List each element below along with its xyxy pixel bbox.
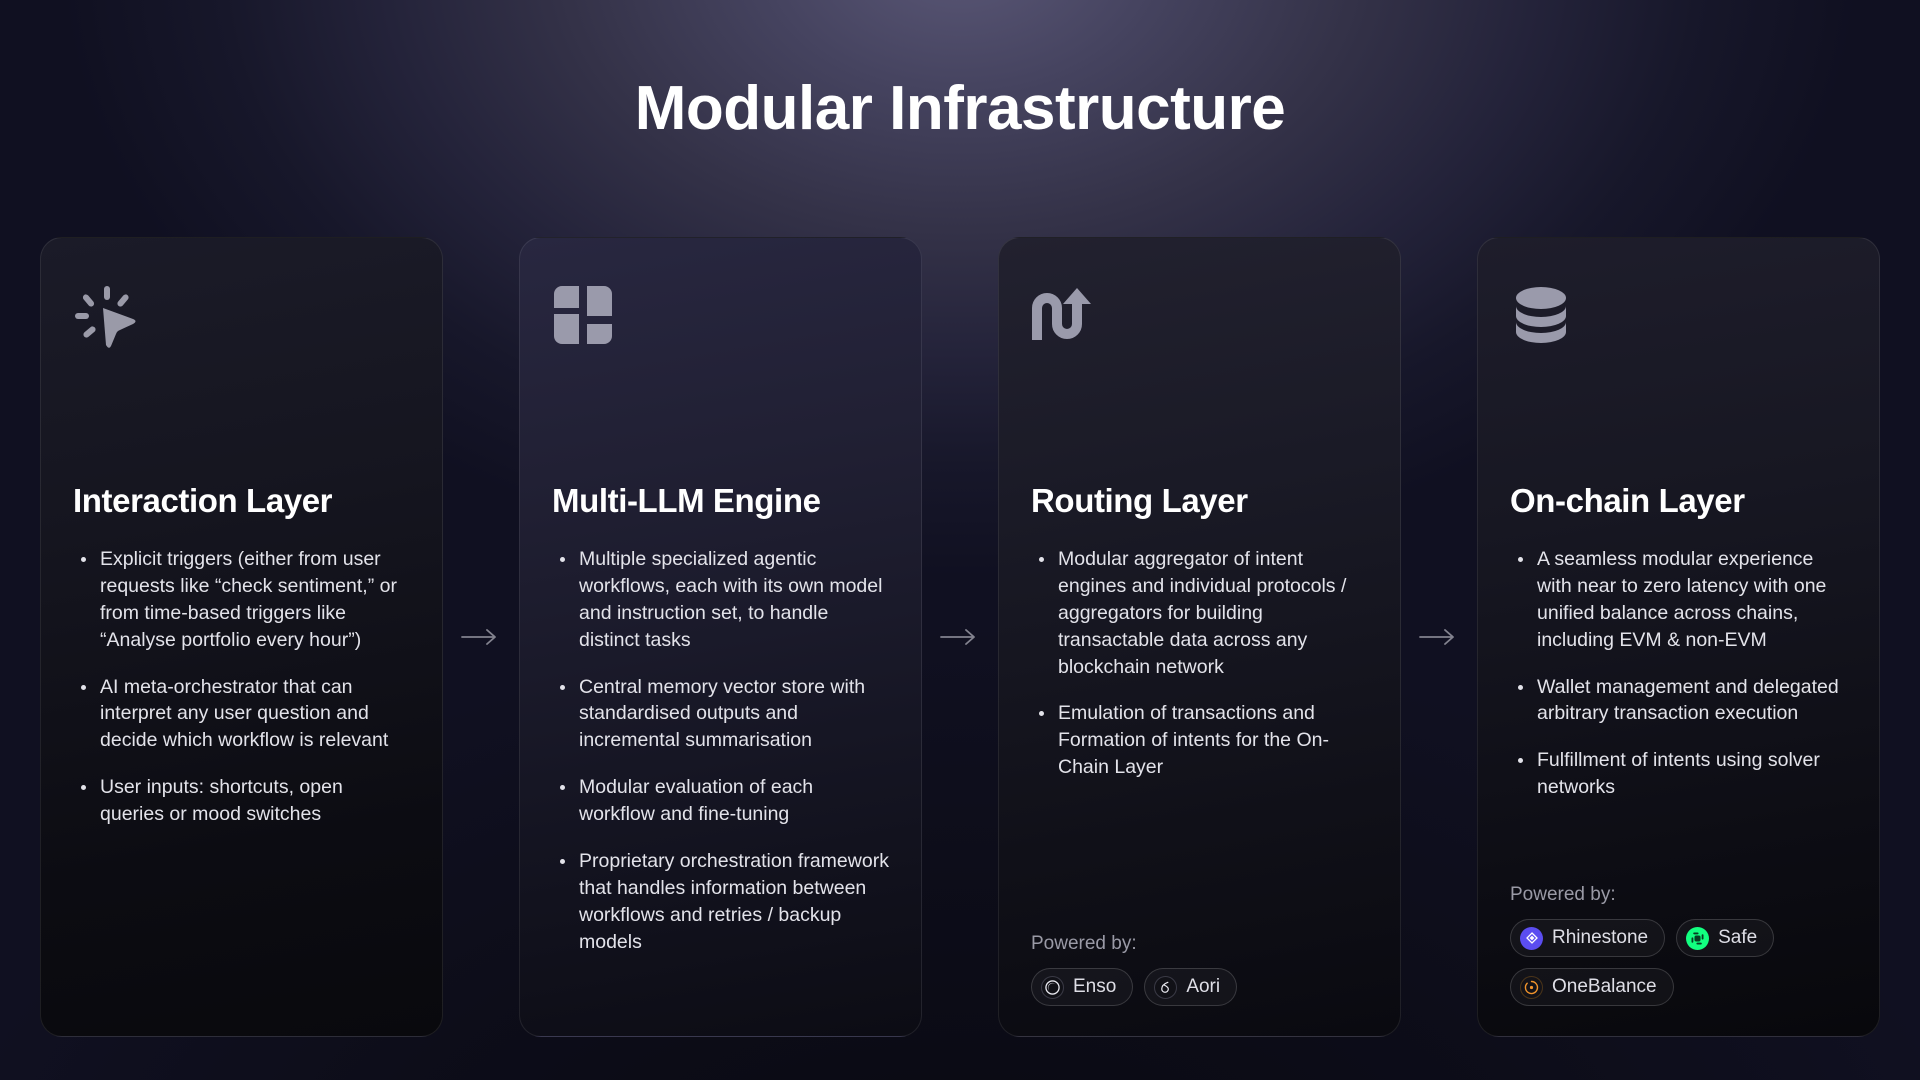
arrow-right-icon	[443, 237, 519, 1037]
card-interaction-layer[interactable]: Interaction Layer Explicit triggers (eit…	[40, 237, 443, 1037]
partner-badge-onebalance[interactable]: OneBalance	[1510, 968, 1674, 1006]
powered-by-section: Powered by: Rhinestone	[1510, 884, 1847, 1006]
card-bullet-list: Modular aggregator of intent engines and…	[1033, 546, 1368, 801]
grid-blocks-icon	[552, 284, 889, 356]
card-title: Routing Layer	[1031, 482, 1248, 519]
card-title: On-chain Layer	[1510, 482, 1745, 519]
list-item: Explicit triggers (either from user requ…	[75, 546, 410, 654]
partner-badge-aori[interactable]: Aori	[1144, 968, 1238, 1006]
powered-by-label: Powered by:	[1510, 884, 1616, 905]
card-bullet-list: Explicit triggers (either from user requ…	[75, 546, 410, 848]
powered-by-label: Powered by:	[1031, 933, 1137, 954]
cards-row: Interaction Layer Explicit triggers (eit…	[40, 237, 1880, 1037]
partner-badge-label: Rhinestone	[1552, 927, 1649, 948]
list-item: Multiple specialized agentic workflows, …	[554, 546, 889, 654]
partner-badge-enso[interactable]: Enso	[1031, 968, 1134, 1006]
list-item: Emulation of transactions and Formation …	[1033, 700, 1368, 781]
partner-badge-list: Enso Aori	[1031, 968, 1368, 1006]
card-on-chain-layer[interactable]: On-chain Layer A seamless modular experi…	[1477, 237, 1880, 1037]
list-item: User inputs: shortcuts, open queries or …	[75, 774, 410, 828]
partner-badge-safe[interactable]: Safe	[1676, 919, 1775, 957]
list-item: Modular evaluation of each workflow and …	[554, 774, 889, 828]
database-stack-icon	[1510, 284, 1847, 356]
list-item: Wallet management and delegated arbitrar…	[1512, 674, 1847, 728]
card-bullet-list: A seamless modular experience with near …	[1512, 546, 1847, 821]
list-item: Central memory vector store with standar…	[554, 674, 889, 755]
card-bullet-list: Multiple specialized agentic workflows, …	[554, 546, 889, 976]
winding-route-arrow-icon	[1031, 284, 1368, 356]
safe-logo-icon	[1686, 926, 1710, 950]
cursor-click-icon	[73, 284, 410, 356]
partner-badge-label: Enso	[1073, 976, 1117, 997]
arrow-right-icon	[1401, 237, 1477, 1037]
partner-badge-label: Aori	[1186, 976, 1221, 997]
enso-logo-icon	[1041, 975, 1064, 999]
partner-badge-rhinestone[interactable]: Rhinestone	[1510, 919, 1666, 957]
arrow-right-icon	[922, 237, 998, 1037]
partner-badge-label: Safe	[1718, 927, 1758, 948]
card-multi-llm-engine[interactable]: Multi-LLM Engine Multiple specialized ag…	[519, 237, 922, 1037]
card-routing-layer[interactable]: Routing Layer Modular aggregator of inte…	[998, 237, 1401, 1037]
list-item: Proprietary orchestration framework that…	[554, 848, 889, 956]
partner-badge-list: Rhinestone Safe	[1510, 919, 1847, 1006]
rhinestone-logo-icon	[1520, 926, 1543, 950]
page-title: Modular Infrastructure	[634, 74, 1286, 143]
list-item: Fulfillment of intents using solver netw…	[1512, 747, 1847, 801]
card-title: Multi-LLM Engine	[552, 482, 821, 519]
aori-logo-icon	[1154, 975, 1178, 999]
partner-badge-label: OneBalance	[1552, 976, 1657, 997]
list-item: Modular aggregator of intent engines and…	[1033, 546, 1368, 681]
list-item: A seamless modular experience with near …	[1512, 546, 1847, 654]
card-title: Interaction Layer	[73, 482, 333, 519]
powered-by-section: Powered by: Enso	[1031, 933, 1368, 1006]
onebalance-logo-icon	[1520, 975, 1543, 999]
list-item: AI meta-orchestrator that can interpret …	[75, 674, 410, 755]
